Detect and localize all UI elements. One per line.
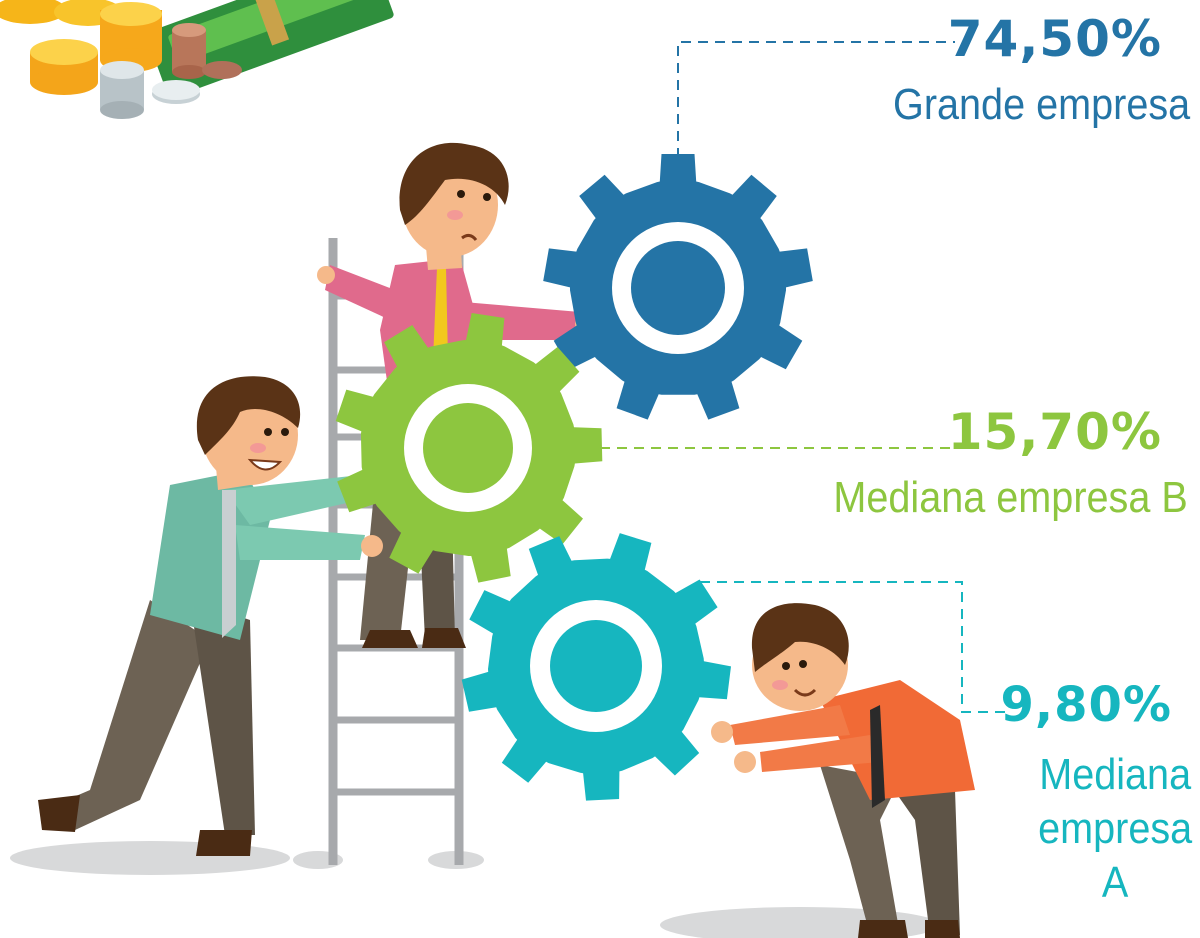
label-mediana-empresa-b: Mediana empresa B [833,473,1188,522]
leader-line-big [677,41,955,158]
label-line: A [1101,858,1129,907]
person-left [38,376,383,856]
label-line: empresa [1037,804,1192,853]
money-illustration [0,0,394,119]
label-grande-empresa: Grande empresa [892,80,1190,129]
person-right [711,603,975,938]
percent-mediana-empresa-a: 9,80% [1000,677,1172,733]
gear-green-icon [335,313,603,583]
percent-grande-empresa: 74,50% [947,10,1162,68]
label-mediana-empresa-a: Mediana empresa A [1038,748,1192,910]
percent-mediana-empresa-b: 15,70% [947,403,1162,461]
gear-blue-icon [543,154,813,420]
gear-teal-icon [461,533,731,801]
leader-line-meda [700,581,1005,713]
label-line: Mediana [1039,750,1191,799]
